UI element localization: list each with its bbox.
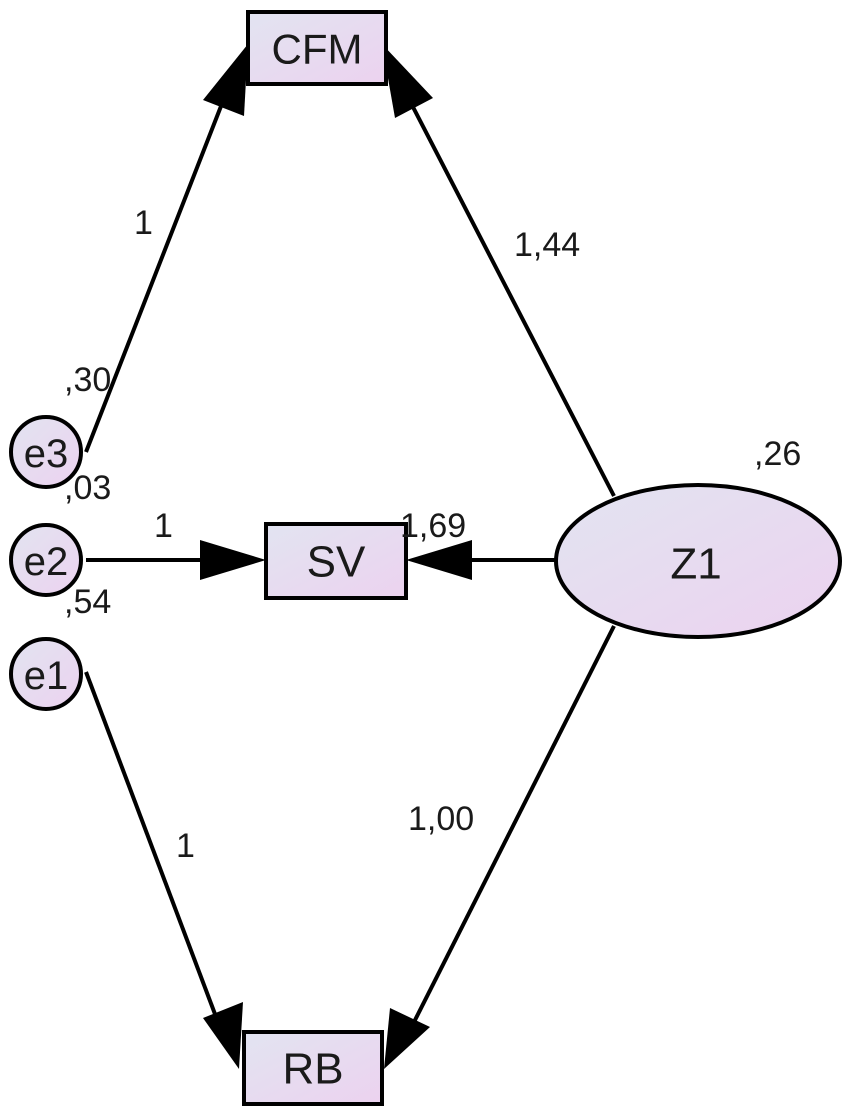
variance-label-e2: ,03 xyxy=(64,469,111,507)
path-z1-to-rb-line xyxy=(408,625,616,1031)
node-e3-label: e3 xyxy=(24,432,69,476)
arrowhead-e2-sv xyxy=(200,540,266,580)
node-sv-label: SV xyxy=(307,538,366,587)
path-z1-to-cfm-line xyxy=(396,77,616,497)
arrowhead-z1-rb xyxy=(384,1008,430,1069)
arrowhead-z1-sv xyxy=(406,540,472,580)
variance-label-z1: ,26 xyxy=(754,435,801,473)
node-z1-label: Z1 xyxy=(670,540,721,589)
node-e3[interactable]: e3 xyxy=(9,415,83,489)
node-sv[interactable]: SV xyxy=(264,522,408,600)
node-e1[interactable]: e1 xyxy=(9,637,83,711)
node-cfm-label: CFM xyxy=(272,26,363,73)
path-label-z1-rb: 1,00 xyxy=(408,800,474,838)
node-e1-label: e1 xyxy=(24,654,69,698)
variance-label-e3: ,30 xyxy=(64,361,111,399)
path-label-e1-rb: 1 xyxy=(176,827,195,865)
arrowhead-e3-cfm xyxy=(203,44,248,116)
variance-label-e1: ,54 xyxy=(64,583,111,621)
path-label-z1-sv: 1,69 xyxy=(400,507,466,545)
path-label-e2-sv: 1 xyxy=(154,507,173,545)
node-e2-label: e2 xyxy=(24,540,69,584)
path-label-e3-cfm: 1 xyxy=(134,204,153,242)
path-e1-to-rb-line xyxy=(84,671,223,1031)
arrowhead-z1-cfm xyxy=(382,44,433,118)
path-e3-to-cfm-line xyxy=(84,77,234,453)
node-rb-label: RB xyxy=(282,1045,343,1094)
node-cfm[interactable]: CFM xyxy=(246,10,388,86)
node-e2[interactable]: e2 xyxy=(9,523,83,597)
node-rb[interactable]: RB xyxy=(242,1030,384,1106)
node-z1[interactable]: Z1 xyxy=(554,483,842,639)
path-label-z1-cfm: 1,44 xyxy=(514,226,580,264)
arrowhead-e1-rb xyxy=(203,1002,243,1069)
